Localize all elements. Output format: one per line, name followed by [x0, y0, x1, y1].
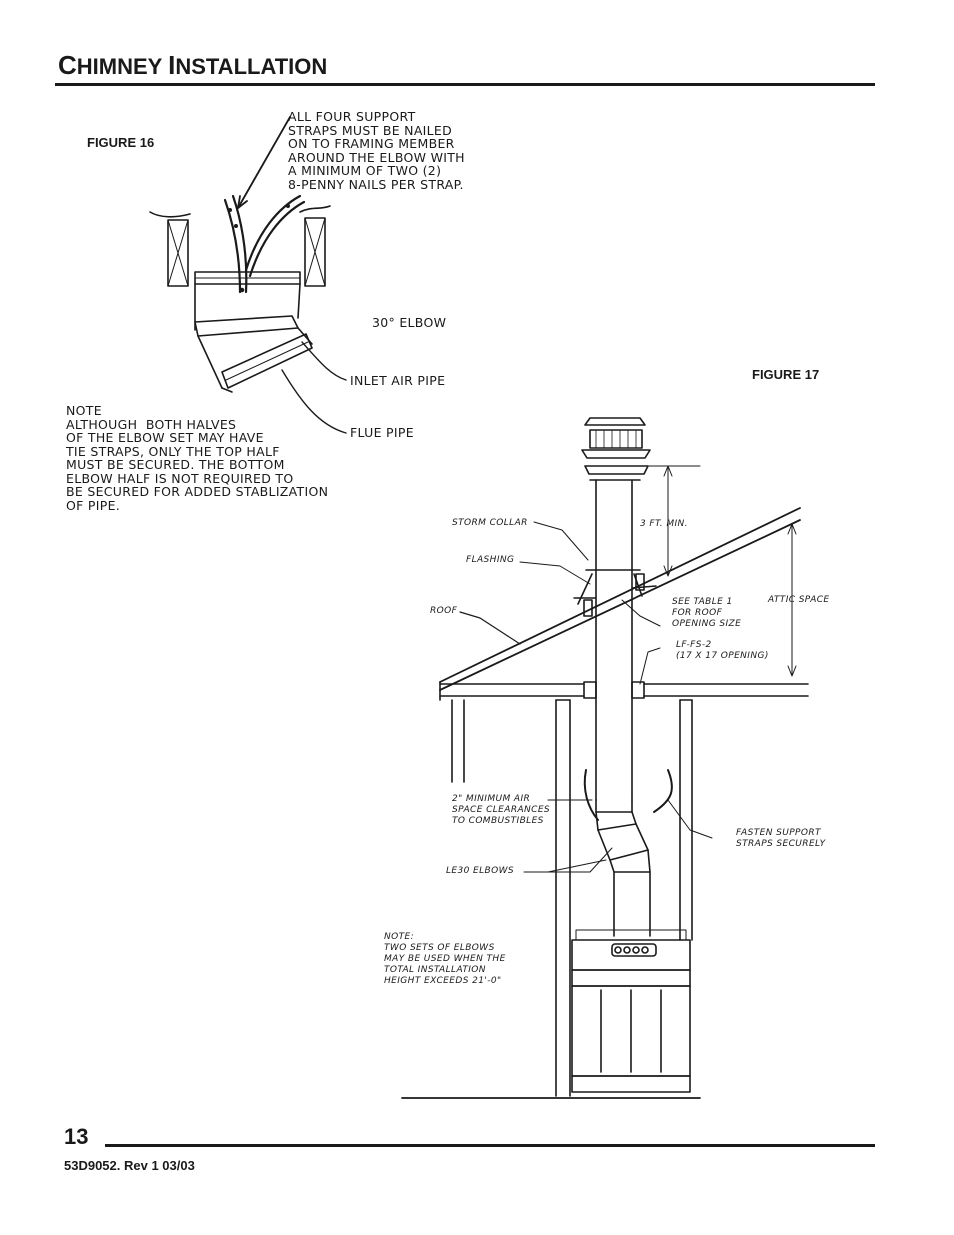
header-rule: [55, 83, 875, 86]
figure17-label: FIGURE 17: [752, 367, 820, 382]
attic-space-label: ATTIC SPACE: [768, 595, 830, 605]
flue-pipe-label: FLUE PIPE: [350, 425, 414, 440]
roof-label: ROOF: [430, 606, 458, 616]
min-height-label: 3 FT. MIN.: [640, 519, 688, 529]
figure16-note: NOTE ALTHOUGH BOTH HALVES OF THE ELBOW S…: [66, 403, 329, 513]
firestop-label: LF-FS-2 (17 X 17 OPENING): [676, 640, 769, 661]
air-space-label: 2" MINIMUM AIR SPACE CLEARANCES TO COMBU…: [452, 794, 551, 826]
inlet-air-label: INLET AIR PIPE: [350, 373, 446, 388]
elbow-label: 30° ELBOW: [372, 315, 447, 330]
footer-rule: [105, 1144, 875, 1147]
flashing-label: FLASHING: [466, 555, 515, 565]
page-title: CHIMNEY INSTALLATION: [58, 50, 328, 80]
figure16-label: FIGURE 16: [87, 135, 155, 150]
elbows-label: LE30 ELBOWS: [446, 866, 514, 876]
figure17-chimney-drawing: [401, 417, 809, 1099]
figure16-callout: ALL FOUR SUPPORT STRAPS MUST BE NAILED O…: [288, 109, 465, 192]
document-number: 53D9052. Rev 1 03/03: [64, 1158, 195, 1173]
fasten-straps-label: FASTEN SUPPORT STRAPS SECURELY: [736, 828, 826, 849]
page-number: 13: [64, 1124, 89, 1149]
see-table-label: SEE TABLE 1 FOR ROOF OPENING SIZE: [672, 597, 742, 629]
storm-collar-label: STORM COLLAR: [452, 518, 528, 528]
figure16-elbow-drawing: [149, 116, 347, 434]
figure17-note: NOTE: TWO SETS OF ELBOWS MAY BE USED WHE…: [384, 932, 506, 986]
